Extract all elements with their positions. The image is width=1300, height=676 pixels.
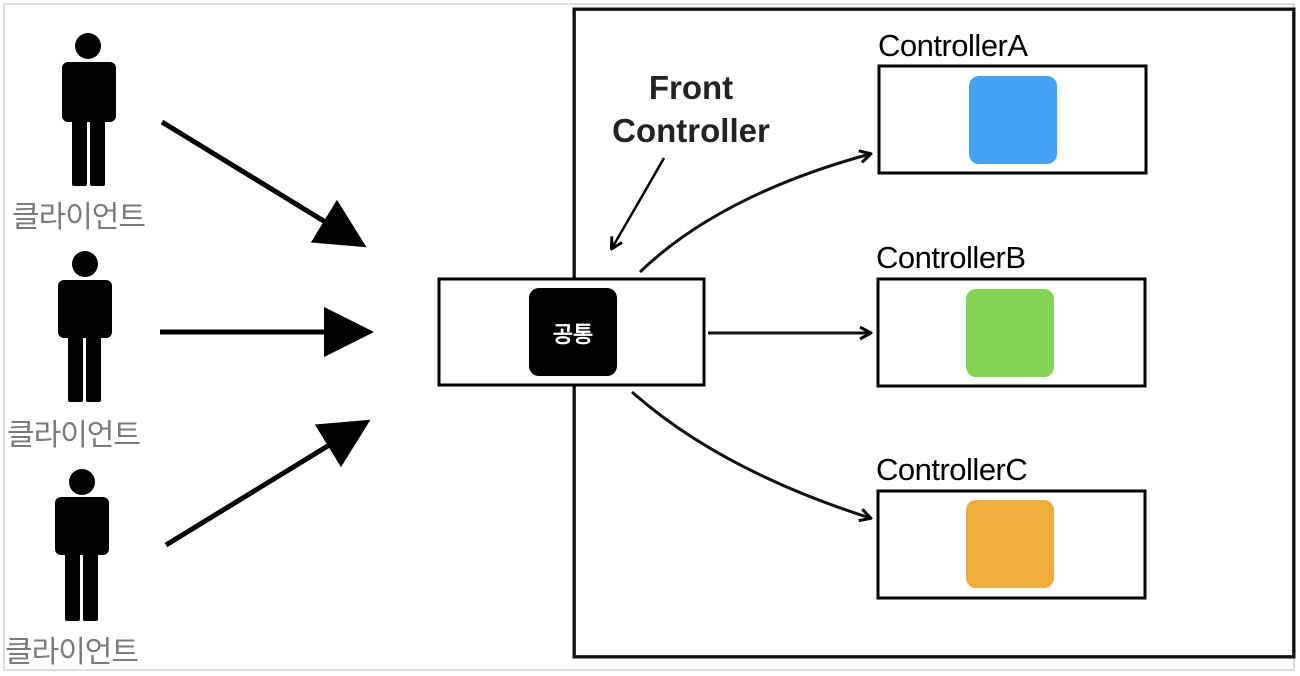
client-arrow-1 — [160, 119, 367, 248]
front-controller-label: Front Controller — [596, 66, 786, 152]
front-controller-label-line2: Controller — [612, 112, 770, 149]
arrow-to-controller-a — [638, 154, 870, 274]
client-arrow-3 — [164, 419, 371, 548]
front-controller-pointer — [612, 157, 666, 248]
controller-a-block — [969, 76, 1057, 164]
person-icon-1 — [62, 33, 116, 186]
person-icon-2 — [58, 251, 112, 402]
front-controller-label-line1: Front — [648, 69, 734, 106]
person-icon-3 — [55, 469, 109, 621]
controller-a-title: ControllerA — [878, 28, 1028, 63]
client-label-2: 클라이언트 — [7, 418, 141, 453]
common-label: 공통 — [552, 323, 594, 348]
client-label-1: 클라이언트 — [12, 200, 146, 235]
controller-c-block — [966, 500, 1054, 588]
client-label-3: 클라이언트 — [5, 635, 139, 670]
controller-b-block — [966, 289, 1054, 377]
common-block — [529, 288, 617, 376]
controller-c-title: ControllerC — [876, 452, 1028, 487]
arrow-to-controller-c — [631, 390, 870, 518]
controller-b-title: ControllerB — [876, 240, 1026, 275]
